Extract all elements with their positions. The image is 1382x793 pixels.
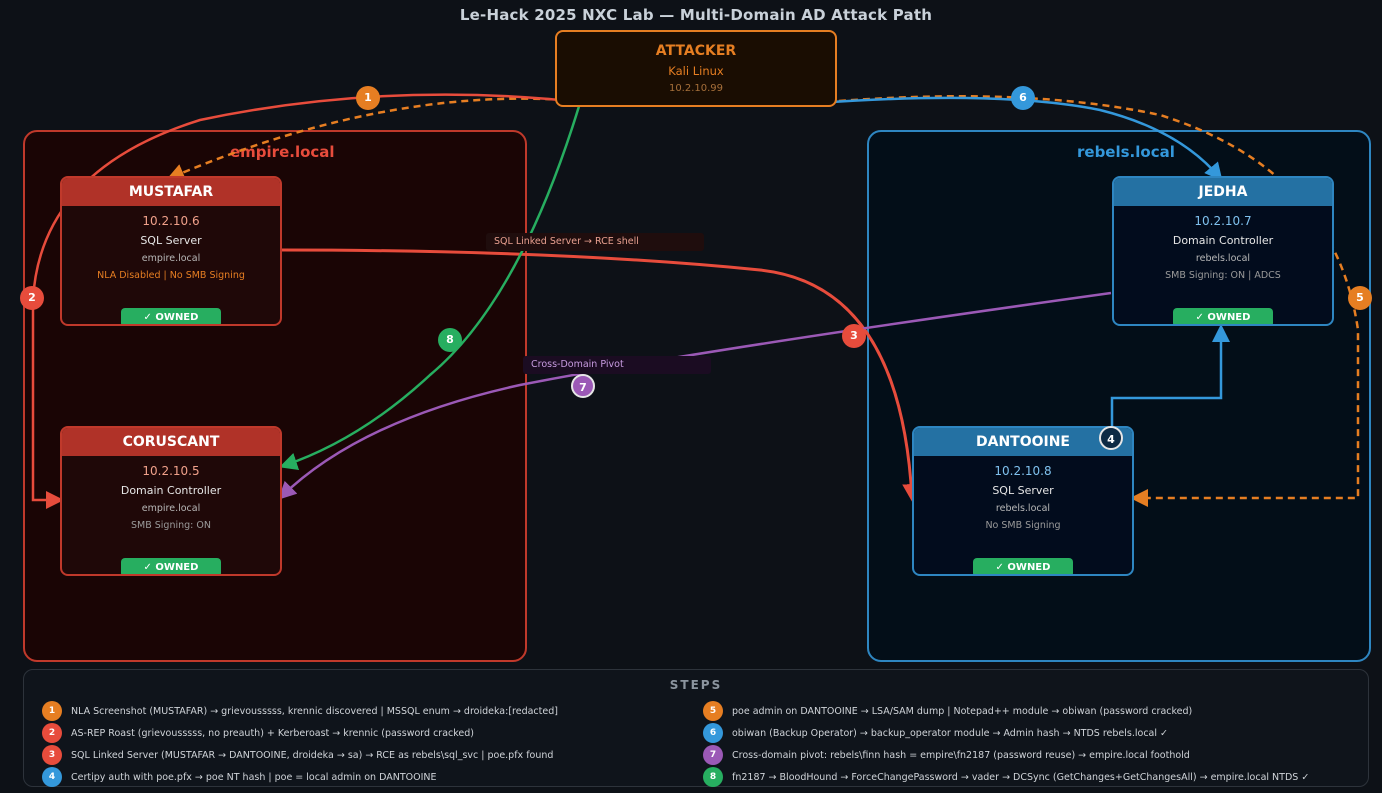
steps-title: STEPS (669, 678, 723, 692)
step-item-2: 2 AS-REP Roast (grievousssss, no preauth… (42, 723, 474, 743)
sql-linked-server-label: SQL Linked Server → RCE shell (486, 233, 704, 251)
step-number: 5 (703, 701, 723, 721)
step-text: SQL Linked Server (MUSTAFAR → DANTOOINE,… (71, 749, 554, 761)
dantooine-role: SQL Server (992, 484, 1054, 497)
step-item-7: 7 Cross-domain pivot: rebels\finn hash =… (703, 745, 1190, 765)
edge-badge-5[interactable]: 5 (1348, 286, 1372, 310)
step-number: 7 (703, 745, 723, 765)
edge-badge-7[interactable]: 7 (571, 374, 595, 398)
step-text: obiwan (Backup Operator) → backup_operat… (732, 727, 1168, 739)
step-text: AS-REP Roast (grievousssss, no preauth) … (71, 727, 474, 739)
step-item-6: 6 obiwan (Backup Operator) → backup_oper… (703, 723, 1168, 743)
edge-step-8 (279, 102, 582, 471)
step-item-3: 3 SQL Linked Server (MUSTAFAR → DANTOOIN… (42, 745, 553, 765)
mustafar-role: SQL Server (140, 234, 202, 247)
jedha-domain: rebels.local (1195, 253, 1251, 264)
step-number: 8 (703, 767, 723, 787)
jedha-ip: 10.2.10.7 (1194, 214, 1252, 228)
edge-badge-2[interactable]: 2 (20, 286, 44, 310)
mustafar-node[interactable]: MUSTAFAR 10.2.10.6 SQL Server empire.loc… (60, 176, 282, 326)
coruscant-node[interactable]: CORUSCANT 10.2.10.5 Domain Controller em… (60, 426, 282, 576)
jedha-owned-badge: ✓ OWNED (1173, 308, 1273, 324)
coruscant-domain: empire.local (141, 503, 201, 514)
jedha-note: SMB Signing: ON | ADCS (1165, 270, 1281, 281)
step-text: poe admin on DANTOOINE → LSA/SAM dump | … (732, 705, 1193, 717)
edge-step-1 (166, 97, 601, 181)
dantooine-note: No SMB Signing (985, 520, 1061, 531)
step-text: NLA Screenshot (MUSTAFAR) → grievousssss… (71, 705, 558, 717)
edge-badge-8[interactable]: 8 (438, 328, 462, 352)
jedha-role: Domain Controller (1172, 234, 1274, 247)
diagram-title: Le-Hack 2025 NXC Lab — Multi-Domain AD A… (459, 6, 933, 24)
edge-badge-3[interactable]: 3 (842, 324, 866, 348)
step-item-4: 4 Certipy auth with poe.pfx → poe NT has… (42, 767, 437, 787)
coruscant-ip: 10.2.10.5 (142, 464, 200, 478)
jedha-name: JEDHA (1114, 178, 1332, 206)
mustafar-ip: 10.2.10.6 (142, 214, 200, 228)
dantooine-name: DANTOOINE (914, 428, 1132, 456)
step-number: 4 (42, 767, 62, 787)
coruscant-name: CORUSCANT (62, 428, 280, 456)
step-number: 1 (42, 701, 62, 721)
mustafar-name: MUSTAFAR (62, 178, 280, 206)
attacker-os: Kali Linux (668, 64, 724, 78)
coruscant-role: Domain Controller (120, 484, 222, 497)
mustafar-domain: empire.local (141, 253, 201, 264)
step-item-8: 8 fn2187 → BloodHound → ForceChangePassw… (703, 767, 1309, 787)
step-item-5: 5 poe admin on DANTOOINE → LSA/SAM dump … (703, 701, 1192, 721)
empire-domain-label: empire.local (230, 143, 335, 161)
dantooine-domain: rebels.local (995, 503, 1051, 514)
dantooine-ip: 10.2.10.8 (994, 464, 1052, 478)
rebels-domain-label: rebels.local (1077, 143, 1175, 161)
step-text: Certipy auth with poe.pfx → poe NT hash … (71, 771, 437, 783)
jedha-node[interactable]: JEDHA 10.2.10.7 Domain Controller rebels… (1112, 176, 1334, 326)
mustafar-note: NLA Disabled | No SMB Signing (97, 270, 245, 281)
mustafar-owned-badge: ✓ OWNED (121, 308, 221, 324)
edge-step-7 (278, 291, 1112, 500)
step-number: 3 (42, 745, 62, 765)
step-number: 2 (42, 723, 62, 743)
dantooine-node[interactable]: DANTOOINE 10.2.10.8 SQL Server rebels.lo… (912, 426, 1134, 576)
edge-step-2 (31, 93, 591, 509)
step-item-1: 1 NLA Screenshot (MUSTAFAR) → grievousss… (42, 701, 558, 721)
step-text: fn2187 → BloodHound → ForceChangePasswor… (732, 771, 1310, 783)
edge-step-3 (280, 248, 921, 502)
attacker-ip: 10.2.10.99 (668, 83, 724, 94)
coruscant-note: SMB Signing: ON (131, 520, 211, 531)
dantooine-owned-badge: ✓ OWNED (973, 558, 1073, 574)
step-number: 6 (703, 723, 723, 743)
attacker-title: ATTACKER (655, 43, 737, 59)
step-text: Cross-domain pivot: rebels\finn hash = e… (732, 749, 1190, 761)
edge-badge-6[interactable]: 6 (1011, 86, 1035, 110)
attacker-node[interactable]: ATTACKER Kali Linux 10.2.10.99 (555, 30, 837, 107)
edge-step-6 (817, 96, 1223, 182)
edge-badge-4[interactable]: 4 (1099, 426, 1123, 450)
cross-domain-pivot-label: Cross-Domain Pivot (523, 356, 711, 374)
steps-panel: STEPS 1 NLA Screenshot (MUSTAFAR) → grie… (23, 669, 1369, 787)
edge-badge-1[interactable]: 1 (356, 86, 380, 110)
coruscant-owned-badge: ✓ OWNED (121, 558, 221, 574)
